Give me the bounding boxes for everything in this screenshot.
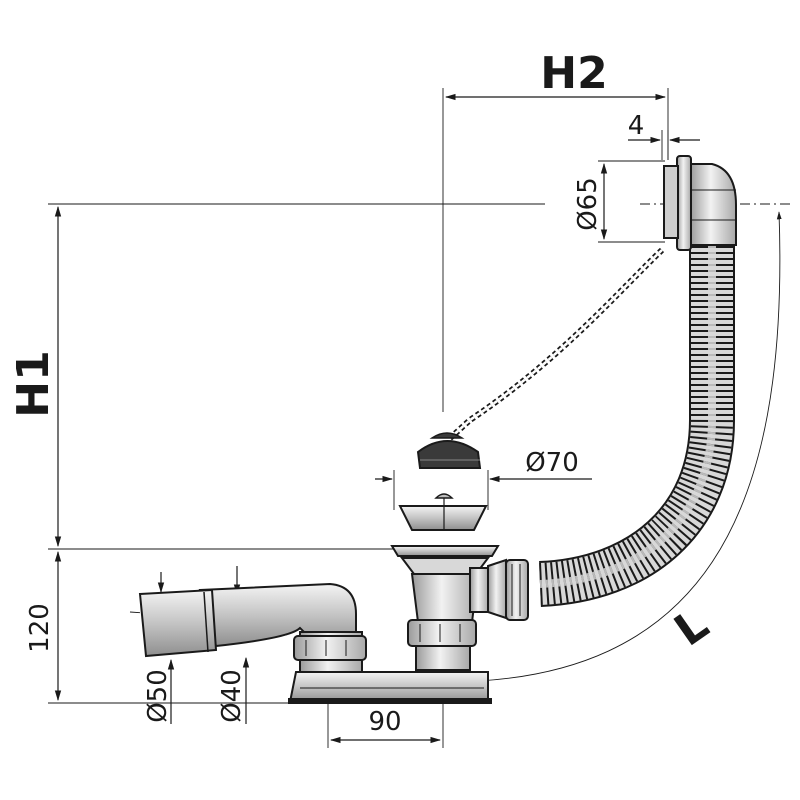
dia-40-label: Ø40 [217,669,247,723]
hose-connector [469,558,529,621]
height-120-dimension: 120 [25,550,290,704]
overflow-cover-plate [676,155,692,251]
dia-65-label: Ø65 [573,177,603,231]
overflow-gasket [663,165,679,239]
height-120-label: 120 [25,603,55,653]
outlet-pipe-end [138,588,218,658]
dia-70-dimension: Ø70 [375,448,592,510]
plug-chain-highlight [447,249,663,441]
outlet-elbow [198,582,357,648]
trap-box [288,671,489,703]
drain-body [390,545,500,671]
plug-chain [445,247,665,443]
overflow-elbow [689,163,737,246]
trap-riser-nut [293,635,367,661]
h2-dimension: H2 [442,48,669,412]
drain-strainer [398,493,488,531]
h2-label: H2 [540,48,607,99]
gap-4-label: 4 [628,111,645,141]
dia-40-dimension: Ø40 [217,566,250,724]
drain-nut [407,619,477,647]
drain-plug [416,432,482,469]
drain-flange [390,545,500,557]
h1-label: H1 [8,350,59,417]
h1-dimension: H1 [8,203,545,550]
trap-base [288,671,492,704]
dia-50-label: Ø50 [143,669,173,723]
width-90-label: 90 [368,707,401,737]
overflow-head [663,155,737,251]
dia-70-label: Ø70 [525,448,579,478]
trap-riser [293,631,367,673]
dia-65-dimension: Ø65 [573,160,665,243]
dia-50-dimension: Ø50 [143,572,175,724]
length-l-arc [449,211,782,685]
corrugated-hose [538,240,735,607]
drain-throat [410,573,480,623]
hose-connector-nut [505,559,529,621]
width-90-dimension: 90 [327,680,444,748]
gap-4-dimension: 4 [628,111,700,160]
outlet-pipe [138,582,357,658]
